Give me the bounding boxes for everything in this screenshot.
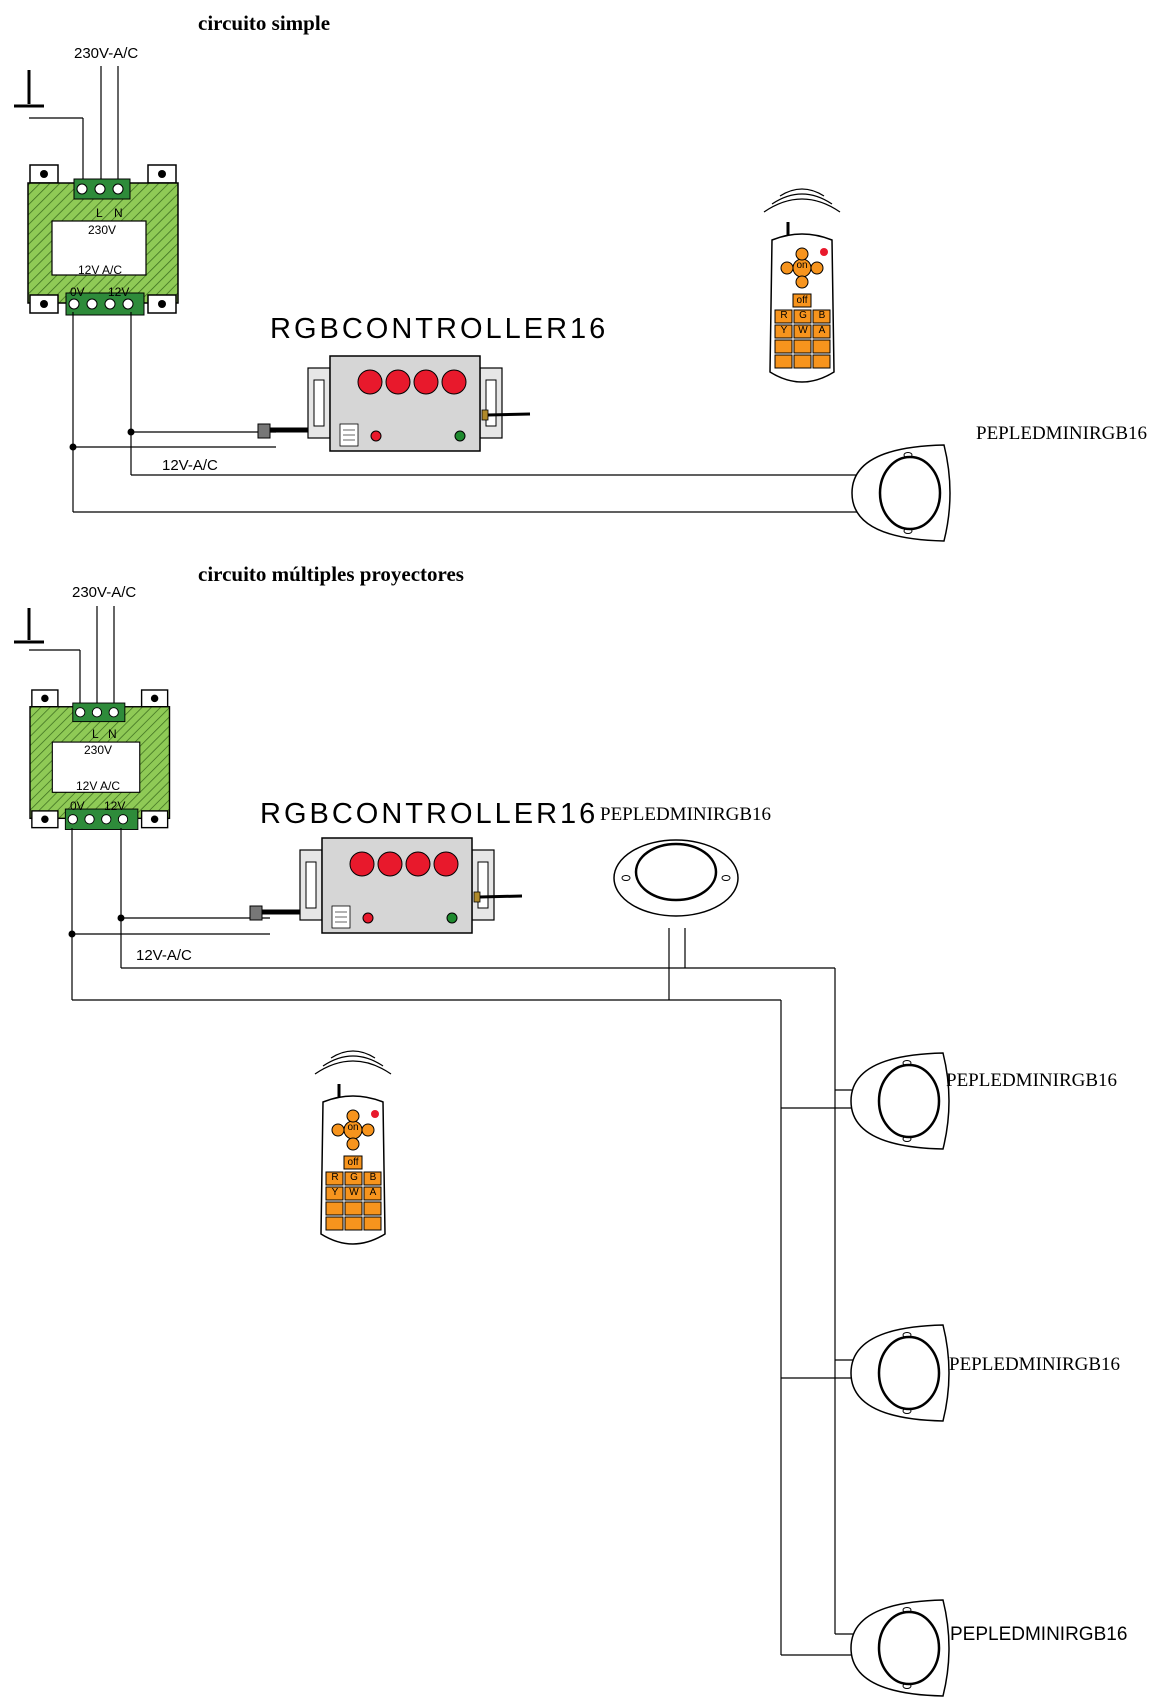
projector-wall-3-label: PEPLEDMINIRGB16 (950, 1624, 1127, 1645)
controller-name-1: RGBCONTROLLER16 (270, 313, 608, 345)
remote-1-r: R (780, 310, 787, 321)
remote-2-r: R (331, 1172, 338, 1183)
remote-2-on: on (347, 1122, 358, 1133)
remote-control-2 (313, 1049, 393, 1246)
supply-label-2: 230V-A/C (72, 584, 136, 601)
remote-1-on: on (796, 260, 807, 271)
remote-1-g: G (799, 310, 807, 321)
transformer-2 (29, 689, 171, 831)
remote-2-b: B (370, 1172, 377, 1183)
remote-2-off: off (348, 1157, 359, 1168)
projector-wall-1-label: PEPLEDMINIRGB16 (946, 1070, 1117, 1091)
ground-symbol (14, 608, 81, 712)
controller-name-2: RGBCONTROLLER16 (260, 798, 598, 830)
secondary-label-2: 12V-A/C (136, 947, 192, 964)
junction-dot (127, 428, 135, 436)
transformer-1-term-0v: 0V (70, 285, 85, 299)
remote-1-b: B (819, 310, 826, 321)
remote-1-y: Y (781, 325, 788, 336)
projector-1-label: PEPLEDMINIRGB16 (976, 423, 1147, 444)
remote-2-g: G (350, 1172, 358, 1183)
transformer-1 (27, 164, 179, 316)
remote-1-a: A (819, 325, 826, 336)
ground-symbol (14, 70, 84, 188)
transformer-2-term-l: L (92, 727, 99, 741)
projector-wall-2-label: PEPLEDMINIRGB16 (949, 1354, 1120, 1375)
remote-1-w: W (798, 325, 808, 336)
secondary-label-1: 12V-A/C (162, 457, 218, 474)
remote-2-w: W (349, 1187, 359, 1198)
transformer-2-primary: 230V (84, 743, 112, 757)
transformer-1-secondary: 12V A/C (78, 263, 122, 277)
transformer-2-term-0v: 0V (70, 799, 85, 813)
transformer-2-term-12v: 12V (104, 799, 125, 813)
transformer-1-term-l: L (96, 206, 103, 220)
section2-title: circuito múltiples proyectores (198, 562, 464, 586)
remote-2-a: A (370, 1187, 377, 1198)
supply-wires-1 (100, 66, 119, 190)
rgb-controller-1 (258, 356, 530, 451)
secondary-wires-2 (71, 828, 855, 1656)
projector-wall-1 (849, 1051, 951, 1151)
projector-wall-2 (849, 1323, 951, 1423)
transformer-1-term-12v: 12V (108, 285, 129, 299)
rgb-controller-2 (250, 838, 522, 933)
remote-control-1 (762, 187, 842, 384)
remote-1-off: off (797, 295, 808, 306)
projector-floor (612, 838, 740, 918)
transformer-1-primary: 230V (88, 223, 116, 237)
section1-title: circuito simple (198, 11, 330, 35)
supply-label-1: 230V-A/C (74, 45, 138, 62)
junction-dot (68, 930, 76, 938)
secondary-wires-1 (72, 312, 858, 513)
transformer-2-secondary: 12V A/C (76, 779, 120, 793)
projector-wall-3 (849, 1598, 951, 1698)
junction-dot (69, 443, 77, 451)
remote-2-y: Y (332, 1187, 339, 1198)
junction-dot (117, 914, 125, 922)
projector-1 (850, 443, 952, 543)
transformer-1-term-n: N (114, 206, 123, 220)
projector-floor-label: PEPLEDMINIRGB16 (600, 804, 771, 825)
transformer-2-term-n: N (108, 727, 117, 741)
supply-wires-2 (96, 606, 115, 712)
